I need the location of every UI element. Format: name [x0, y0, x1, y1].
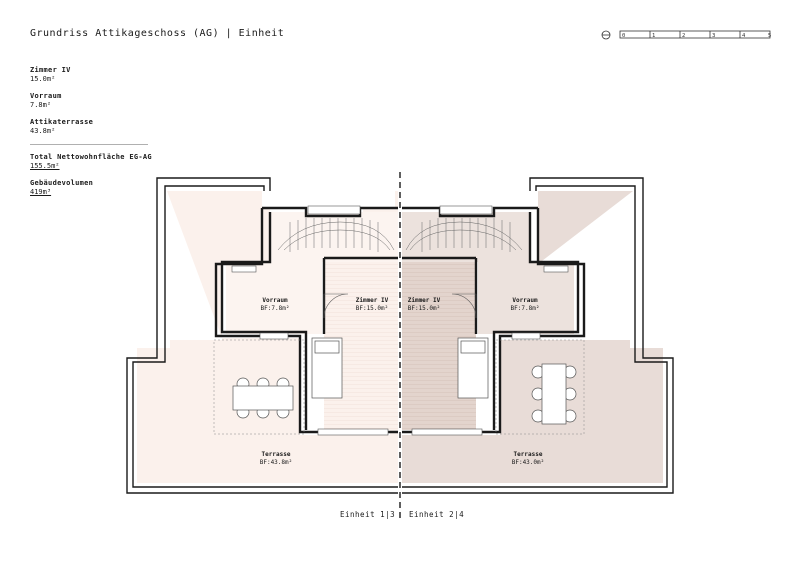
- left-bed: [311, 337, 343, 399]
- page-title: Grundriss Attikageschoss (AG) | Einheit: [30, 28, 285, 39]
- scale-tick: 3: [712, 33, 715, 39]
- left-vorraum-label: Vorraum BF:7.8m²: [260, 297, 290, 312]
- right-staircase: [405, 218, 523, 252]
- right-vorraum-label: Vorraum BF:7.8m²: [510, 297, 540, 312]
- left-terrasse-label: Terrasse BF:43.8m²: [259, 451, 293, 466]
- right-bed: [457, 337, 489, 399]
- left-dining-table: [232, 377, 294, 419]
- left-vorraum: [226, 262, 322, 334]
- left-staircase: [277, 218, 395, 252]
- right-vorraum: [478, 262, 574, 334]
- summary-vorraum: Vorraum 7.8m²: [30, 92, 62, 109]
- scale-tick: 4: [742, 33, 746, 39]
- right-stair-hall: [402, 212, 530, 262]
- summary-total: Total Nettowohnfläche EG-AG 155.5m²: [30, 153, 152, 170]
- summary-divider: [30, 144, 148, 145]
- right-dining-table: [531, 363, 577, 425]
- left-stair-hall: [270, 212, 398, 262]
- scale-tick: 5: [768, 33, 771, 39]
- scale-tick: 1: [652, 33, 655, 39]
- area-summary: Zimmer IV 15.0m² Vorraum 7.8m² Attikater…: [30, 66, 160, 205]
- unit-label-right: Einheit 2|4: [409, 510, 465, 519]
- right-unit: [402, 177, 674, 494]
- right-zimmer-label: Zimmer IV BF:15.0m²: [407, 297, 441, 312]
- scale-tick: 2: [682, 33, 685, 39]
- left-unit: [126, 177, 398, 494]
- summary-zimmer: Zimmer IV 15.0m²: [30, 66, 71, 83]
- right-terrasse-label: Terrasse BF:43.0m²: [511, 451, 545, 466]
- scale-bar: 0 1 2 3 4 5: [601, 30, 771, 40]
- unit-label-left: Einheit 1|3: [340, 510, 396, 519]
- left-zimmer-label: Zimmer IV BF:15.0m²: [355, 297, 389, 312]
- summary-volume: Gebäudevolumen 419m³: [30, 179, 94, 196]
- right-terrace: [402, 191, 663, 483]
- scale-tick: 0: [622, 33, 625, 39]
- summary-attikaterrasse: Attikaterrasse 43.8m²: [30, 118, 94, 135]
- left-terrace-fill: [137, 191, 398, 483]
